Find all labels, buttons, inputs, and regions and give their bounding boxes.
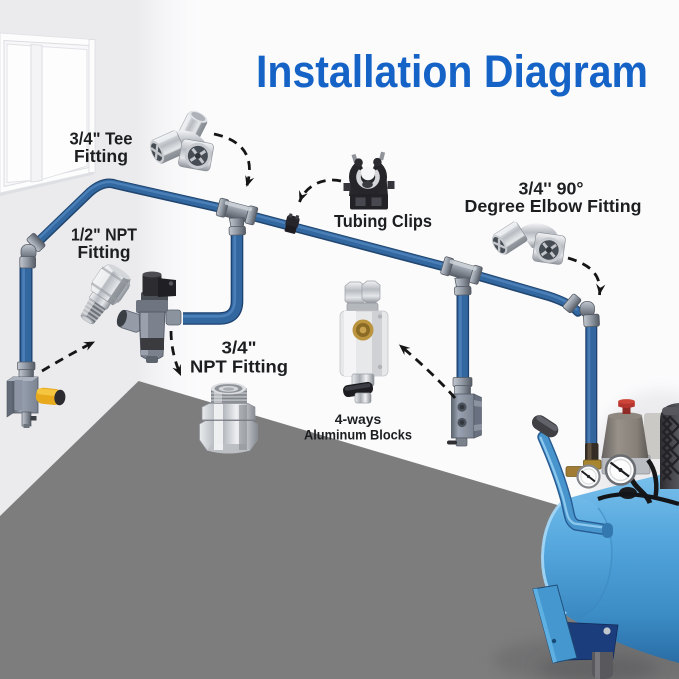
svg-text:4-ways: 4-ways bbox=[335, 411, 382, 427]
svg-text:Installation Diagram: Installation Diagram bbox=[256, 46, 648, 97]
svg-text:Degree Elbow Fitting: Degree Elbow Fitting bbox=[465, 196, 642, 216]
svg-text:Aluminum Blocks: Aluminum Blocks bbox=[304, 427, 412, 443]
svg-text:3/4'' 90°: 3/4'' 90° bbox=[519, 179, 584, 199]
svg-text:NPT Fitting: NPT Fitting bbox=[190, 357, 288, 377]
svg-text:Fitting: Fitting bbox=[78, 242, 131, 262]
svg-text:3/4": 3/4" bbox=[222, 338, 257, 358]
svg-text:3/4" Tee: 3/4" Tee bbox=[70, 129, 133, 149]
svg-text:Fitting: Fitting bbox=[74, 146, 128, 166]
svg-text:1/2" NPT: 1/2" NPT bbox=[71, 225, 137, 245]
svg-text:Tubing Clips: Tubing Clips bbox=[334, 211, 432, 231]
